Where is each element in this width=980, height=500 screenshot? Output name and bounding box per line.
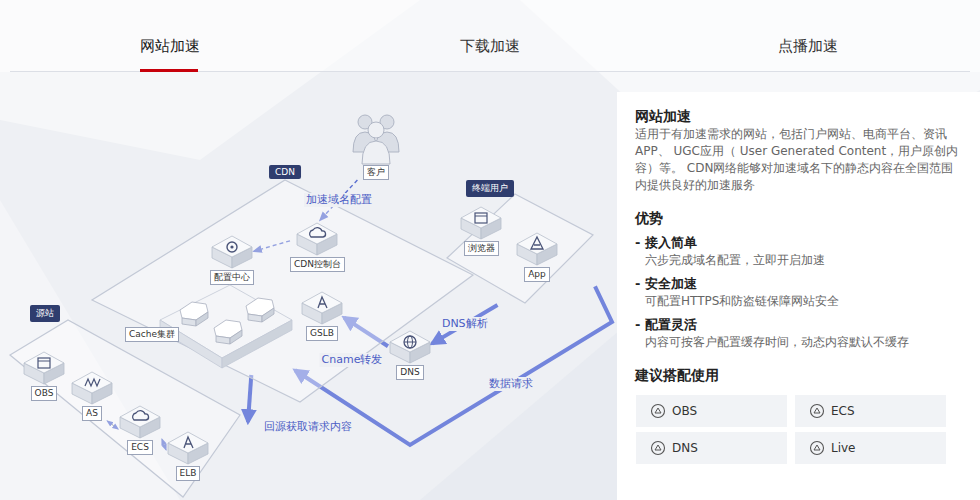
node-prod: Live: [795, 432, 946, 464]
icon-label: DNS: [396, 365, 423, 380]
connector-label: Cname转发: [320, 353, 385, 367]
connector-label: 回源获取请求内容: [262, 420, 354, 434]
panel-text: - 安全加速: [635, 275, 962, 293]
icon-label: 配置中心: [210, 270, 254, 285]
region-tag: 源站: [30, 305, 60, 322]
product-name: DNS: [672, 441, 698, 455]
panel-text: - 接入简单: [635, 234, 962, 252]
panel-text: 内容可按客户配置缓存时间，动态内容默认不缓存: [635, 334, 962, 351]
icon-label: ELB: [176, 466, 201, 481]
product-icon: [809, 440, 825, 456]
icon-label: OBS: [31, 386, 58, 401]
panel-text: - 配置灵活: [635, 316, 962, 334]
icon-figure: [300, 289, 344, 327]
node-people: 客户: [345, 110, 407, 180]
panel-heading: 优势: [635, 208, 962, 228]
icon-figure: [22, 349, 66, 387]
people-figure: [345, 110, 407, 166]
node-region: 终端用户浏览器 App: [445, 180, 595, 305]
node-icon: App: [515, 230, 559, 282]
node-region: 源站 OBS AS ECS ELB: [8, 305, 248, 500]
icon-label: Cache集群: [125, 327, 179, 342]
connector-label: 数据请求: [487, 377, 535, 391]
panel-heading: 网站加速: [635, 106, 962, 126]
node-icon: 浏览器: [459, 204, 503, 256]
node-icon: AS: [70, 369, 114, 421]
icon-figure: [388, 328, 432, 366]
node-prod: DNS: [636, 432, 787, 464]
product-icon: [650, 440, 666, 456]
icon-figure: [295, 220, 339, 258]
icon-figure: [166, 429, 210, 467]
icon-label: 客户: [363, 165, 389, 180]
node-panel: 网站加速适用于有加速需求的网站，包括门户网站、电商平台、资讯APP、 UGC应用…: [617, 92, 980, 500]
region-tag: CDN: [269, 165, 301, 179]
connector: [248, 375, 251, 422]
node-prod: OBS: [636, 395, 787, 427]
product-name: Live: [831, 441, 856, 455]
node-icon: OBS: [22, 349, 66, 401]
node-icon: 配置中心: [210, 233, 254, 285]
icon-figure: [515, 230, 559, 268]
panel-text: 适用于有加速需求的网站，包括门户网站、电商平台、资讯APP、 UGC应用（ Us…: [635, 126, 962, 194]
icon-figure: [459, 204, 503, 242]
node-icon: CDN控制台: [290, 220, 345, 272]
node-icon: ELB: [166, 429, 210, 481]
icon-figure: [118, 403, 162, 441]
tab-label: 网站加速: [140, 37, 200, 56]
tab-label: 下载加速: [460, 37, 520, 56]
product-icon: [650, 403, 666, 419]
connector: [432, 305, 498, 344]
region-outline: [8, 305, 248, 500]
node-icon: GSLB: [300, 289, 344, 341]
node-cache: Cache集群: [120, 280, 295, 375]
icon-label: App: [524, 267, 550, 282]
product-name: ECS: [831, 404, 855, 418]
connector-label: 加速域名配置: [304, 193, 374, 207]
panel-text: 六步完成域名配置，立即开启加速: [635, 252, 962, 269]
tab-label: 点播加速: [778, 37, 838, 56]
icon-label: GSLB: [306, 326, 338, 341]
icon-label: 浏览器: [464, 241, 499, 256]
connector-label: DNS解析: [440, 317, 490, 331]
icon-label: AS: [82, 406, 102, 421]
icon-label: CDN控制台: [290, 257, 345, 272]
panel-text: 可配置HTTPS和防盗链保障网站安全: [635, 293, 962, 310]
node-prod: ECS: [795, 395, 946, 427]
node-icon: ECS: [118, 403, 162, 455]
icon-label: ECS: [127, 440, 153, 455]
region-tag: 终端用户: [466, 180, 514, 197]
panel-heading: 建议搭配使用: [635, 365, 962, 385]
node-icon: DNS: [388, 328, 432, 380]
icon-figure: [70, 369, 114, 407]
icon-figure: [210, 233, 254, 271]
product-name: OBS: [672, 404, 697, 418]
product-icon: [809, 403, 825, 419]
